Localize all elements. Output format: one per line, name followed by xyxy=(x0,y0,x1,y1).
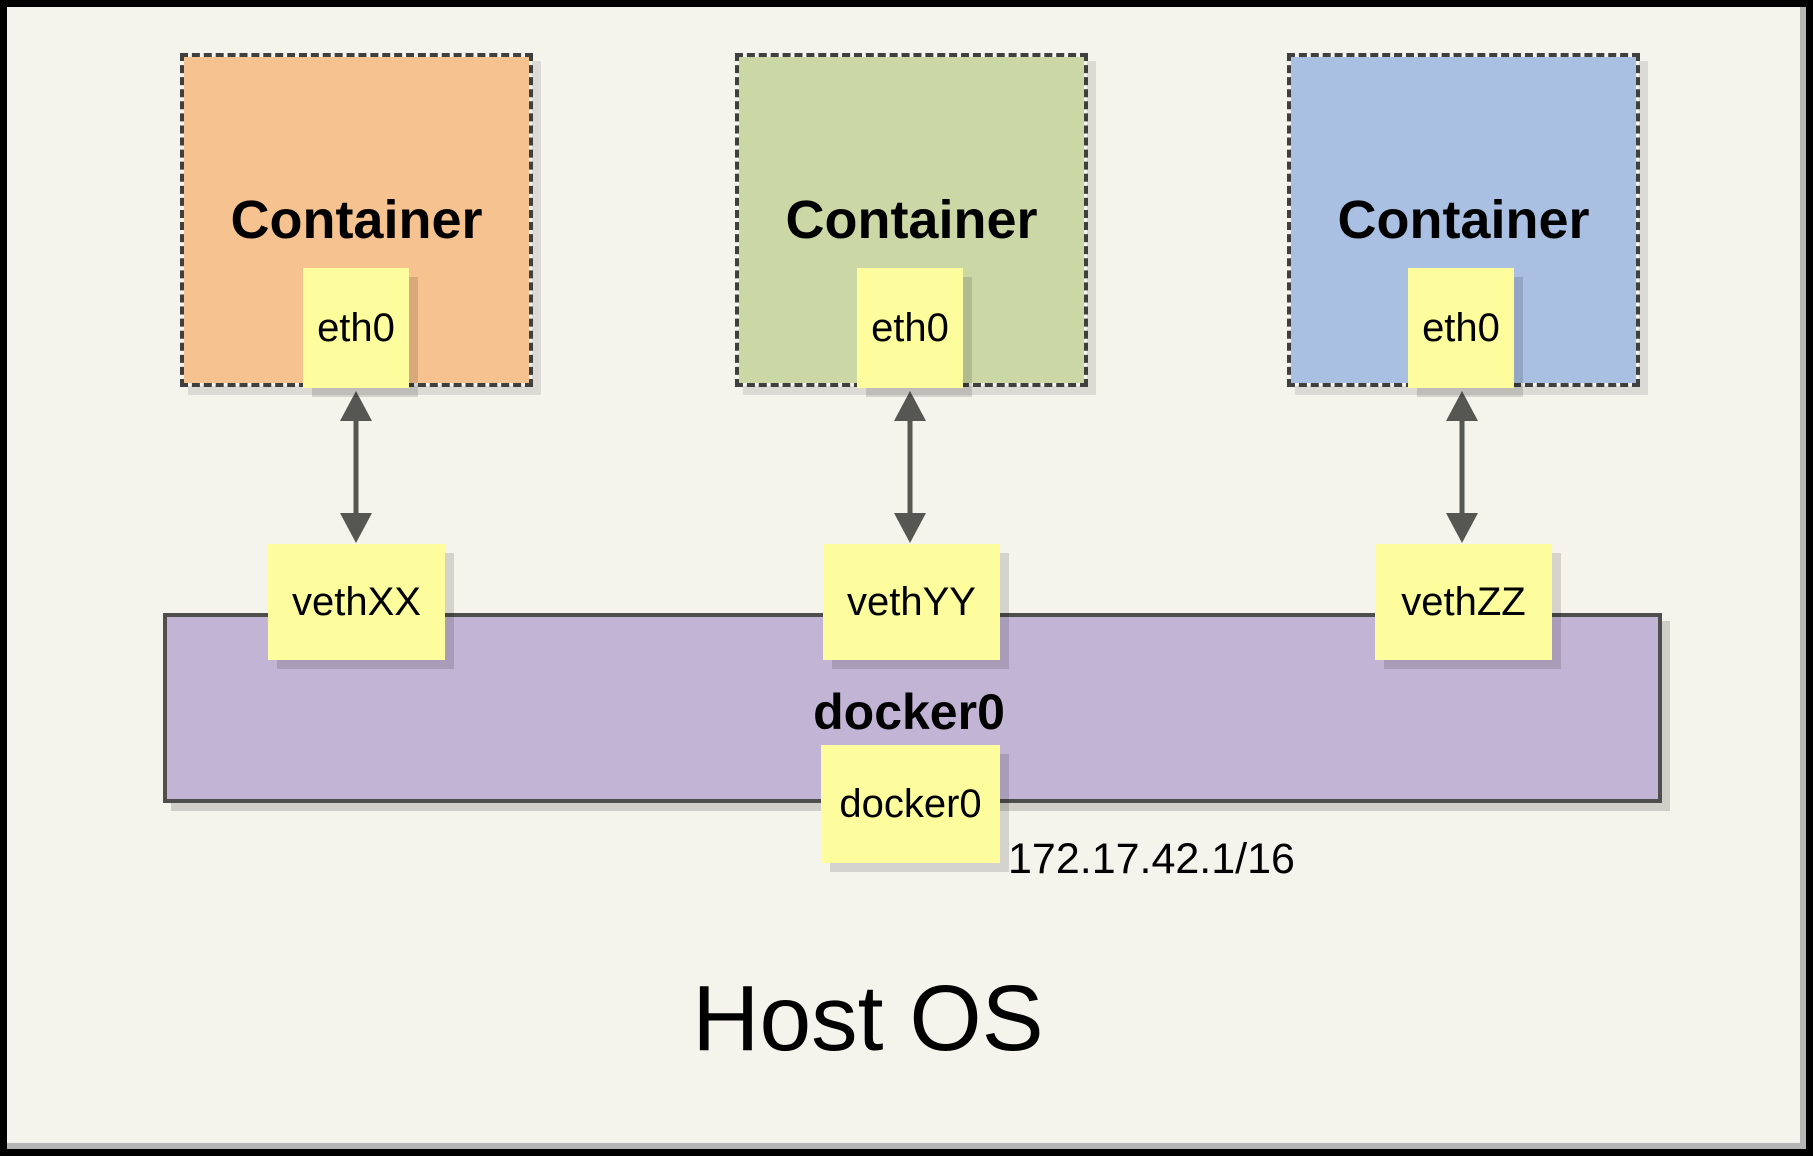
veth-interface-3: vethZZ xyxy=(1375,544,1552,660)
eth0-interface-1: eth0 xyxy=(303,268,409,388)
eth0-interface-2: eth0 xyxy=(857,268,963,388)
eth0-interface-3: eth0 xyxy=(1408,268,1514,388)
container-label-1: Container xyxy=(230,190,483,250)
veth-label-2: vethYY xyxy=(847,579,976,624)
bridge-ip-label: 172.17.42.1/16 xyxy=(1008,835,1295,883)
eth0-label-2: eth0 xyxy=(871,305,949,350)
connection-arrow-2 xyxy=(894,391,926,543)
docker0-bridge-label: docker0 xyxy=(813,684,1005,740)
veth-interface-2: vethYY xyxy=(823,544,1000,660)
eth0-label-1: eth0 xyxy=(317,305,395,350)
eth0-label-3: eth0 xyxy=(1422,305,1500,350)
connection-arrow-3 xyxy=(1446,391,1478,543)
docker0-interface-label: docker0 xyxy=(839,781,982,826)
veth-label-3: vethZZ xyxy=(1401,579,1526,624)
docker0-interface: docker0 xyxy=(821,745,1000,863)
container-label-2: Container xyxy=(785,190,1038,250)
veth-interface-1: vethXX xyxy=(268,544,445,660)
host-os-label: Host OS xyxy=(692,966,1044,1070)
container-label-3: Container xyxy=(1337,190,1590,250)
veth-label-1: vethXX xyxy=(292,579,421,624)
connection-arrow-1 xyxy=(340,391,372,543)
